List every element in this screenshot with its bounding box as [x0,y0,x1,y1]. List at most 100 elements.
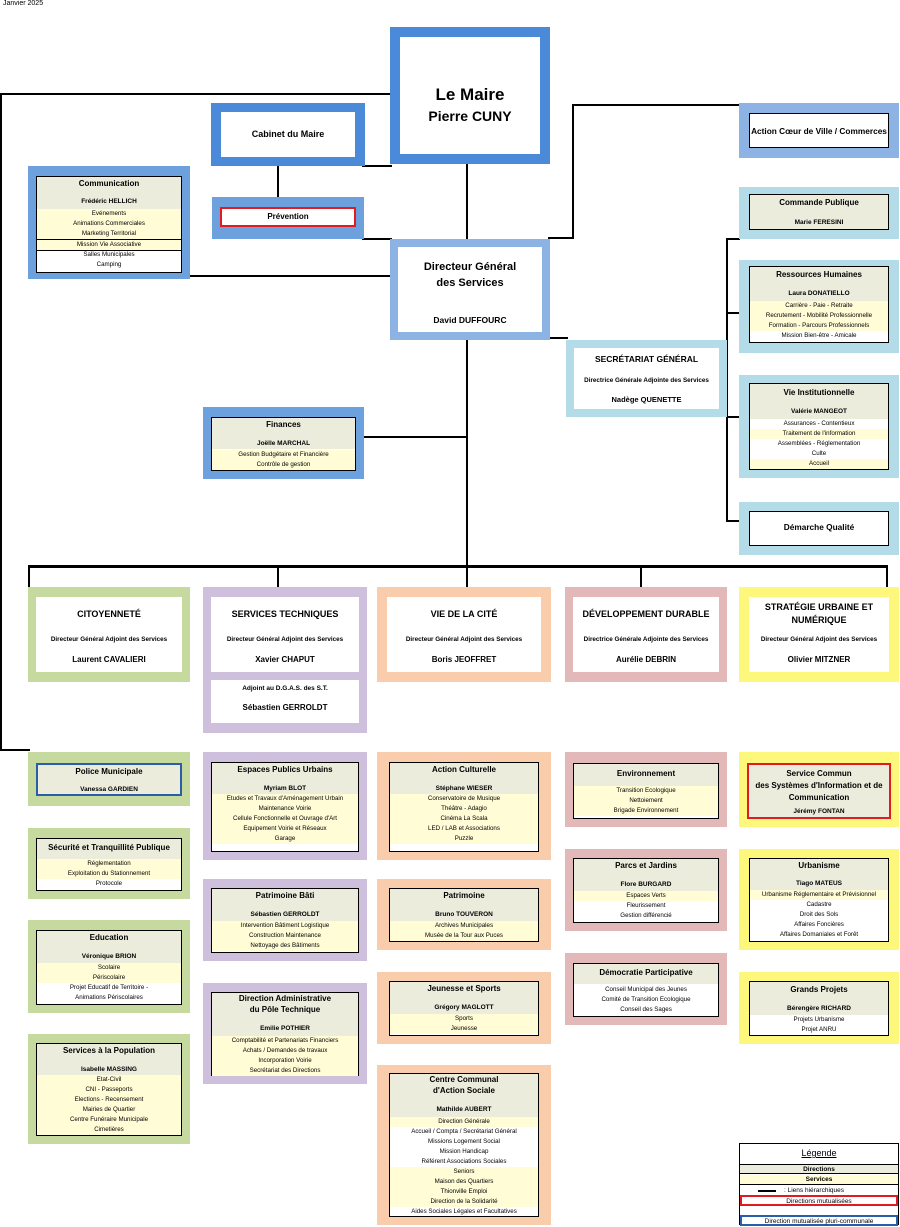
legend-line-sample [758,1190,776,1192]
link-cabinet-maire [362,165,392,167]
pole-services-techniques-box[interactable]: SERVICES TECHNIQUES Directeur Général Ad… [203,587,367,733]
prevention-box[interactable]: Prévention [212,197,364,239]
communication-box[interactable]: Communication Frédéric HELLICH Evénement… [28,166,190,279]
vie-institutionnelle-item: Accueil [750,459,888,469]
dir-admin-box[interactable]: Direction Administrative du Pôle Techniq… [203,983,367,1084]
education-item: Périscolaire [37,973,181,983]
demarche-qualite-title: Démarche Qualité [783,522,855,532]
si-box[interactable]: Service Commun des Systèmes d'Informatio… [739,752,899,827]
cabinet-box[interactable]: Cabinet du Maire [211,103,365,166]
legend-pluri-communale: Direction mutualisée pluri-communale [740,1215,898,1226]
demarche-qualite-box[interactable]: Démarche Qualité [739,502,899,555]
link-pole-2 [277,565,279,587]
population-item: Cimetières [37,1125,181,1135]
securite-box[interactable]: Sécurité et Tranquillité Publique Réglem… [28,828,190,899]
coeur-ville-box[interactable]: Action Cœur de Ville / Commerces [739,103,899,158]
maire-box[interactable]: Le Maire Pierre CUNY [390,27,550,164]
action-culturelle-box[interactable]: Action Culturelle Stéphane WIESER Conser… [377,752,551,860]
environnement-title: Environnement [616,769,676,778]
pole-title: VIE DE LA CITÉ [430,609,498,619]
vie-institutionnelle-box[interactable]: Vie Institutionnelle Valérie MANGEOT Ass… [739,375,899,478]
finances-item: Gestion Budgétaire et Financière [212,450,355,460]
dir-admin-item: Secrétariat des Directions [212,1066,358,1076]
pole-vie-cite-box[interactable]: VIE DE LA CITÉ Directeur Général Adjoint… [377,587,551,682]
link-sg-commande [726,238,740,240]
jeunesse-name: Grégory MAGLOTT [434,1004,494,1011]
link-communication-dgs [188,275,392,277]
urbanisme-item: Affaires Foncières [794,921,844,928]
pole-adjoint-name: Sébastien GERROLDT [242,703,328,712]
population-item: Elections - Recensement [37,1095,181,1105]
sg-box[interactable]: SECRÉTARIAT GÉNÉRAL Directrice Générale … [566,340,727,417]
police-box[interactable]: Police Municipale Vanessa GARDIEN [28,752,190,806]
police-name: Vanessa GARDIEN [80,786,138,793]
urbanisme-box[interactable]: Urbanisme Tiago MATEUS Urbanisme Régleme… [739,849,899,950]
dir-admin-item: Comptabilité et Partenariats Financiers [212,1036,358,1046]
dir-admin-name: Emilie POTHIER [260,1025,310,1032]
vie-institutionnelle-name: Valérie MANGEOT [791,408,847,415]
commande-publique-title: Commande Publique [779,198,859,207]
democratie-box[interactable]: Démocratie Participative Conseil Municip… [565,953,727,1025]
sg-title: SECRÉTARIAT GÉNÉRAL [594,354,699,364]
link-left-police [0,749,30,751]
link-maire-dgs [466,164,468,240]
si-title-line1: Service Commun [786,769,852,778]
si-title-line3: Communication [788,793,850,802]
communication-item: Animations Commerciales [37,219,181,229]
legend-directions: Directions [740,1164,898,1174]
pole-strategie-box[interactable]: STRATÉGIE URBAINE ET NUMÉRIQUE Directeur… [739,587,899,682]
securite-item: Exploitation du Stationnement [37,869,181,879]
ccas-box[interactable]: Centre Communal d'Action Sociale Mathild… [377,1065,551,1225]
vie-institutionnelle-title: Vie Institutionnelle [783,388,855,397]
link-dgs-finances [364,436,468,438]
vie-institutionnelle-item: Culte [811,450,827,457]
link-pole-1 [28,565,30,587]
dgs-box[interactable]: Directeur Général des Services David DUF… [390,239,550,340]
dgs-title-line2: des Services [436,277,504,289]
link-poles-horizontal [28,565,888,568]
patrimoine-bati-box[interactable]: Patrimoine Bâti Sébastien GERROLDT Inter… [203,879,367,961]
education-box[interactable]: Education Véronique BRION Scolaire Péris… [28,920,190,1013]
parcs-item: Gestion différencié [620,912,672,919]
ccas-item: Direction Générale [390,1117,538,1127]
espaces-publics-box[interactable]: Espaces Publics Urbains Myriam BLOT Etud… [203,752,367,860]
democratie-item: Conseil Municipal des Jeunes [605,986,687,993]
pole-subtitle: Directeur Général Adjoint des Services [405,636,523,643]
grands-projets-box[interactable]: Grands Projets Bérengère RICHARD Projets… [739,972,899,1044]
sg-name: Nadège QUENETTE [611,395,682,404]
link-right-dgs [548,237,574,239]
action-culturelle-item: Théâtre - Adagio [390,804,538,814]
pole-title: SERVICES TECHNIQUES [231,609,339,619]
patrimoine-bati-item: Construction Maintenance [212,931,358,941]
ccas-title-line2: d'Action Sociale [433,1086,495,1095]
rh-name: Laura DONATIELLO [788,290,850,297]
finances-name: Joëlle MARCHAL [256,440,311,447]
legend: Légende Directions Services : Liens hiér… [739,1143,899,1226]
ccas-name: Mathilde AUBERT [436,1106,492,1113]
parcs-name: Flore BURGARD [620,881,672,888]
rh-item: Mission Bien-être - Amicale [781,332,857,339]
parcs-box[interactable]: Parcs et Jardins Flore BURGARD Espaces V… [565,849,727,931]
link-pole-4 [640,565,642,587]
urbanisme-name: Tiago MATEUS [796,880,842,887]
population-box[interactable]: Services à la Population Isabelle MASSIN… [28,1034,190,1144]
finances-box[interactable]: Finances Joëlle MARCHAL Gestion Budgétai… [203,407,364,479]
parcs-item: Espaces Verts [574,891,718,901]
commande-publique-box[interactable]: Commande Publique Marie FERESINI [739,187,899,239]
jeunesse-box[interactable]: Jeunesse et Sports Grégory MAGLOTT Sport… [377,972,551,1044]
education-item: Animations Périscolaires [75,994,143,1001]
pole-citoyennete-box[interactable]: CITOYENNETÉ Directeur Général Adjoint de… [28,587,190,682]
vie-institutionnelle-item: Assemblées - Réglementation [777,440,861,447]
rh-box[interactable]: Ressources Humaines Laura DONATIELLO Car… [739,260,899,353]
link-left-vertical [0,93,2,751]
pole-title: CITOYENNETÉ [77,609,141,619]
pole-developpement-box[interactable]: DÉVELOPPEMENT DURABLE Directrice Général… [565,587,727,682]
ccas-item: Seniors [390,1167,538,1177]
urbanisme-item: Cadastre [806,901,832,908]
population-item: CNI - Passeports [37,1085,181,1095]
patrimoine-bati-name: Sébastien GERROLDT [250,911,320,918]
patrimoine-box[interactable]: Patrimoine Bruno TOUVERON Archives Munic… [377,879,551,950]
pole-subtitle: Directeur Général Adjoint des Services [50,636,168,643]
grands-projets-name: Bérengère RICHARD [787,1005,851,1012]
environnement-box[interactable]: Environnement Transition Ecologique Nett… [565,752,727,827]
